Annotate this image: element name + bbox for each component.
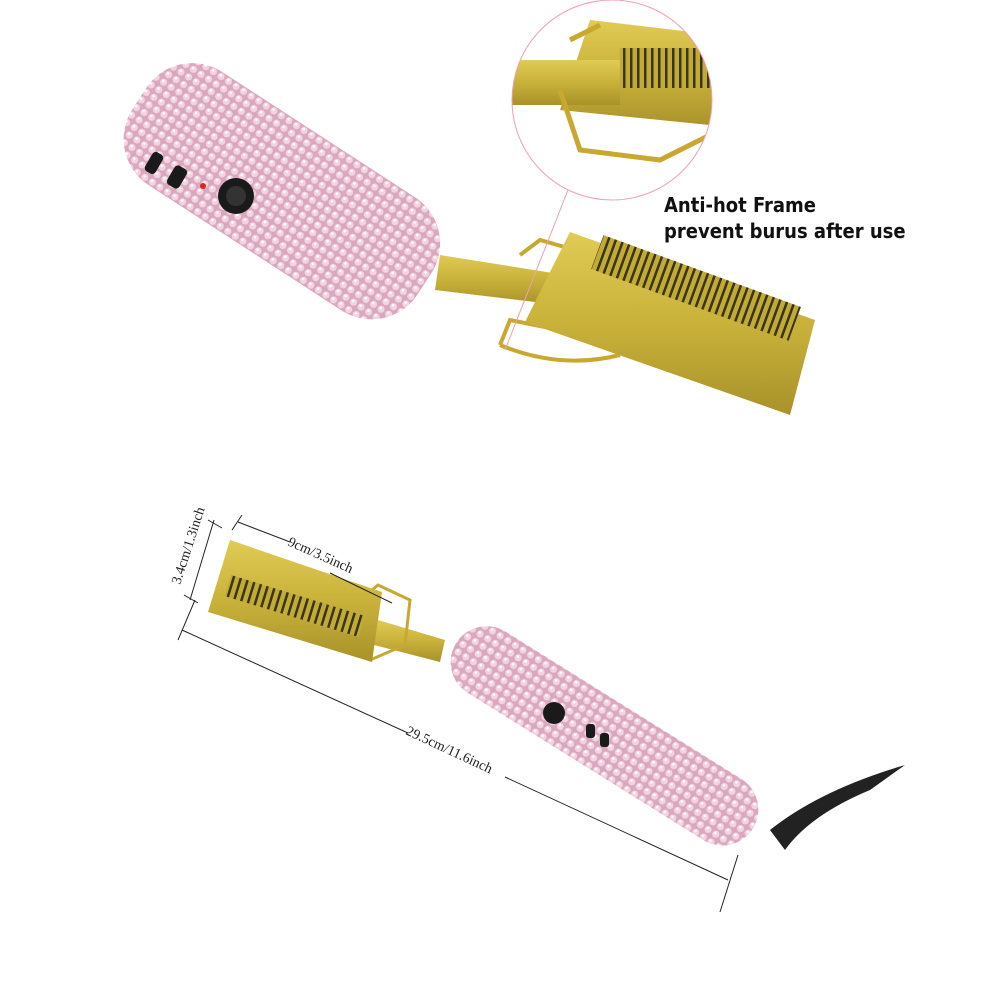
temperature-dial (543, 702, 565, 724)
callout-line (504, 189, 569, 351)
dimension-lines (177, 514, 739, 913)
comb-teeth (591, 235, 801, 341)
off-button (600, 733, 609, 747)
comb-teeth (224, 575, 365, 638)
metal-rod (435, 255, 565, 305)
on-button (166, 165, 188, 189)
magnified-frame-detail (504, 0, 713, 351)
rhinestone-handle (123, 63, 441, 320)
callout-title: Anti-hot Frame (664, 193, 816, 217)
indicator-light (200, 183, 206, 189)
top-hot-comb (123, 63, 815, 415)
bottom-hot-comb (208, 540, 905, 850)
comb-head (525, 232, 815, 415)
width-label: 3.4cm/1.3inch (170, 505, 209, 586)
power-cord (770, 765, 905, 850)
on-button (586, 724, 595, 738)
total-length-label: 29.5cm/11.6inch (403, 724, 494, 777)
metal-rod (374, 620, 445, 662)
off-button (144, 151, 164, 175)
callout-subtitle: prevent burus after use (664, 219, 906, 243)
